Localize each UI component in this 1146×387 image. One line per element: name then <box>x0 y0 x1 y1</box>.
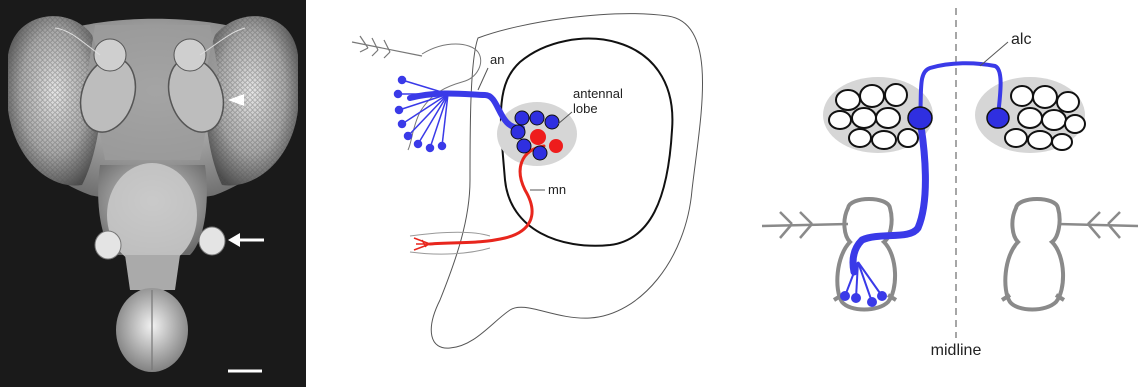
label-mn: mn <box>548 182 566 197</box>
innervated-glomerulus-right <box>987 108 1009 128</box>
arista <box>352 36 422 58</box>
brain-outline <box>431 14 702 348</box>
label-antennal: antennal <box>573 86 623 101</box>
olfactory-diagram-svg: an antennal lobe mn <box>340 0 720 387</box>
maxillary-palp-left <box>95 231 121 259</box>
maxillary-palp <box>414 238 430 250</box>
sem-image-drawing <box>0 0 306 387</box>
label-midline: midline <box>931 342 982 359</box>
label-lobe: lobe <box>573 101 598 116</box>
sem-fly-head-image <box>0 0 306 387</box>
glomeruli-right <box>1005 86 1085 150</box>
glomerulus-blue <box>533 146 547 160</box>
midline-projection-diagram: alc midline <box>750 0 1146 387</box>
label-an: an <box>490 52 504 67</box>
maxillary-palp-right <box>199 227 225 255</box>
midline-diagram-svg: alc midline <box>750 0 1146 387</box>
antennal-sensory-neurons <box>395 77 449 152</box>
arista-right <box>1058 212 1138 238</box>
glomerulus-blue <box>545 115 559 129</box>
innervated-glomerulus-left <box>908 107 932 129</box>
arista-left <box>762 212 848 238</box>
olfactory-pathway-diagram: an antennal lobe mn <box>340 0 720 387</box>
label-alc: alc <box>1011 31 1031 48</box>
antennal-nerve <box>410 93 522 128</box>
glomerulus-blue <box>530 111 544 125</box>
sensory-neurons <box>841 262 886 306</box>
glomerulus-red <box>530 129 546 145</box>
glomerulus-blue <box>511 125 525 139</box>
glomerulus-blue <box>517 139 531 153</box>
glomerulus-blue <box>515 111 529 125</box>
antenna-right-outline <box>1002 199 1064 310</box>
glomerulus-red <box>549 139 563 153</box>
